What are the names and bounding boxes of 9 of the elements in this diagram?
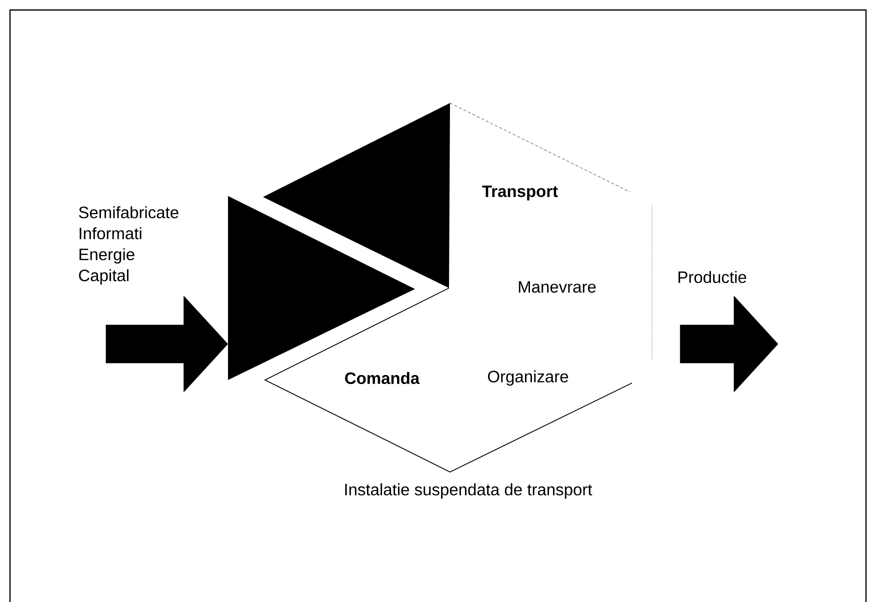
block-arrow	[680, 296, 778, 392]
area-label: Transport	[482, 186, 558, 200]
node-label: Instalatie suspendata de transport	[345, 483, 592, 499]
input-list: Semifabricate Informati Energie Capital	[78, 206, 178, 285]
area-label: Organizare	[488, 370, 568, 386]
area-label: Comanda	[345, 372, 420, 384]
area-label: Manevrare	[518, 281, 596, 293]
block-arrow	[106, 296, 228, 392]
output-label: Productie	[678, 270, 746, 284]
